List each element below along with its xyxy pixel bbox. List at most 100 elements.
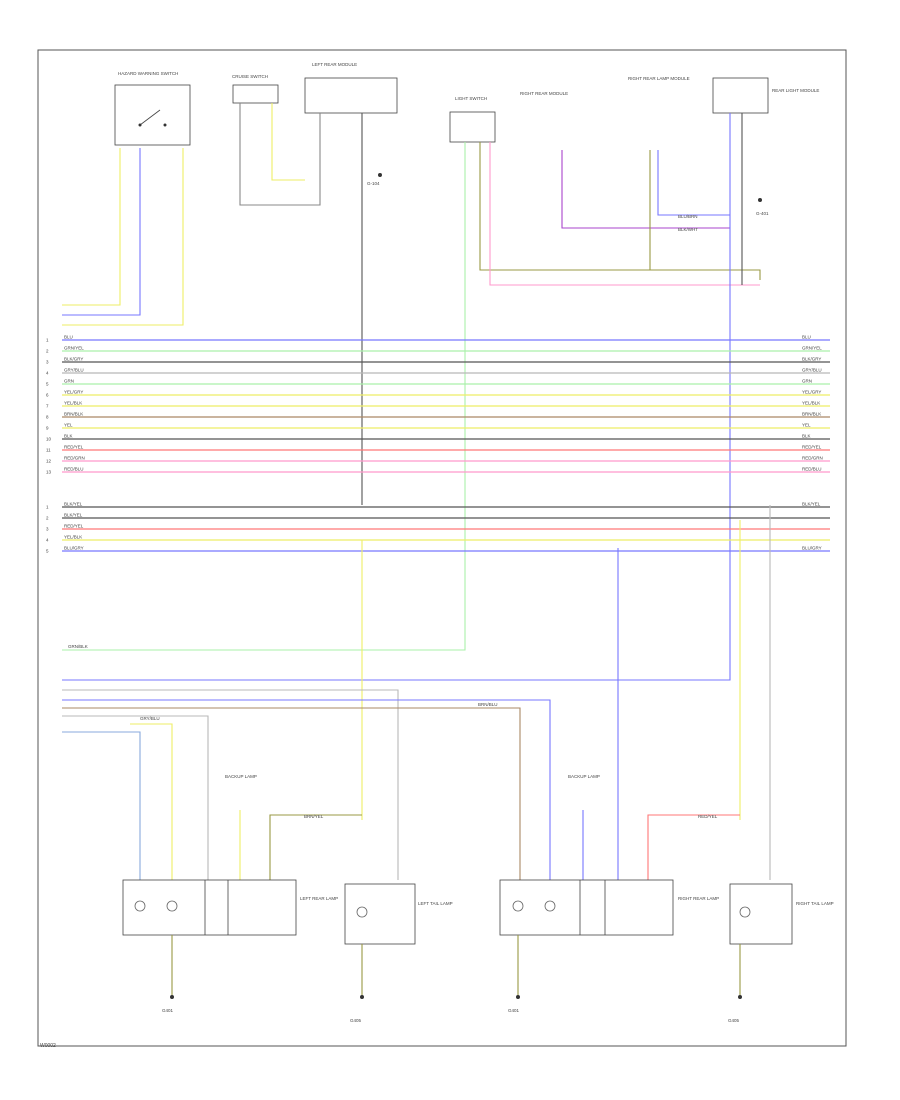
right-rear-lamp-module: RIGHT REAR LAMP MODULE [628,76,690,81]
bus-wire-label-left: RED/GRN [64,456,85,461]
bus-wire-label-left: BRN/BLK [64,412,83,417]
lower-wire-label-left: RED/YEL [64,524,84,529]
wire-low-blu [62,699,551,880]
ground-label-bot4: G405 [728,1018,740,1023]
wire-label-brn-blu: BRN/BLU [478,702,498,707]
wire-light-grn [62,142,466,651]
lower-wire-index: 2 [46,516,49,521]
wire-low-brn [62,707,521,880]
rear-light-module-label: REAR LIGHT MODULE [772,88,819,93]
lower-wire-index: 3 [46,527,49,532]
cruise-switch: CRUISE SWITCH [232,74,279,104]
right-tail-lamp-label: RIGHT TAIL LAMP [796,901,834,906]
bus-wire-index: 13 [46,470,52,475]
lower-wire-index: 1 [46,505,49,510]
bus-wire-label-left: BLK/GRY [64,357,83,362]
right-rear-lamp-module-label: RIGHT REAR LAMP MODULE [628,76,690,81]
light-switch-label: LIGHT SWITCH [455,96,487,101]
bus-wire-index: 7 [46,404,49,409]
light-switch: LIGHT SWITCH [449,96,496,143]
bus-wire-index: 1 [46,338,49,343]
left-rear-lamp-label: LEFT REAR LAMP [300,896,338,901]
wire-cruise-yel [271,103,305,181]
bus-wire-label-right: BLK [802,434,811,439]
bus-wire-index: 10 [46,437,52,442]
ground-label-top2: G-401 [756,211,769,216]
lower-wire-index: 4 [46,538,49,543]
wire-hazard-yel [62,148,121,306]
wire-cruise-gry [239,103,321,206]
bus-wire-label-right: BRN/BLK [802,412,821,417]
wire-label-blu-brn: BLU/BRN [678,214,698,219]
wire-tail-olv [269,814,362,880]
wire-light-pnk [489,142,760,286]
wire-hazard-yel2 [62,148,184,326]
bus-wire-index: 9 [46,426,49,431]
wire-rrl-blu [657,150,730,216]
wire-rr-vio [561,150,730,229]
bus-wire-label-left: YEL/GRY [64,390,83,395]
wire-tail-red [647,814,740,880]
ground-icon [758,198,762,202]
bus-wire-label-right: RED/BLU [802,467,822,472]
bus-wire-label-left: BLK [64,434,73,439]
bus-wire-label-right: GRY/BLU [802,368,822,373]
lower-wire-index: 5 [46,549,49,554]
ground-icon [516,995,520,999]
bus-wire-index: 6 [46,393,49,398]
wire-label-red-yel: RED/YEL [698,814,718,819]
wire-label-brn-yel: BRN/YEL [304,814,324,819]
bus-wire-label-right: GRN/YEL [802,346,822,351]
wire-label-blk-wht: BLK/WHT [678,227,698,232]
bus-wire-index: 11 [46,448,51,453]
bus-wire-index: 8 [46,415,49,420]
hazard-switch: HAZARD WARNING SWITCH [114,71,191,146]
ground-label-bot3: G401 [508,1008,520,1013]
lower-wire-label-left: BLU/GRY [64,546,84,551]
page-id: W0002 [40,1043,56,1049]
bus-wire-label-right: YEL/BLK [802,401,820,406]
lower-wire-label-right: BLK/YEL [802,502,821,507]
wire-low-blu2 [62,731,141,880]
bus-wire-index: 4 [46,371,49,376]
left-tail-lamp: LEFT TAIL LAMP [344,883,453,945]
left-tail-lamp-label: LEFT TAIL LAMP [418,901,453,906]
bus-wire-index: 5 [46,382,49,387]
left-backup-label: BACKUP LAMP [225,774,257,779]
bus-wire-label-right: BLU [802,335,811,340]
ground-icon [738,995,742,999]
bus-wire-label-left: GRY/BLU [64,368,84,373]
bus-wire-label-right: RED/GRN [802,456,823,461]
wire-low-gry2 [62,715,209,880]
bus-wire-label-left: BLU [64,335,73,340]
lower-wire-label-right: BLU/GRY [802,546,822,551]
left-rear-module-label: LEFT REAR MODULE [312,62,357,67]
hazard-switch-label: HAZARD WARNING SWITCH [118,71,178,76]
bus-wire-index: 3 [46,360,49,365]
wire-rlm-blu [62,113,731,681]
right-rear-lamp: RIGHT REAR LAMP [499,879,719,936]
bus-wire-label-left: RED/BLU [64,467,84,472]
lower-wire-label-left: BLK/YEL [64,513,83,518]
bus-wire-label-right: RED/YEL [802,445,822,450]
right-backup-label: BACKUP LAMP [568,774,600,779]
right-rear-lamp-label: RIGHT REAR LAMP [678,896,719,901]
bus-wire-label-left: YEL [64,423,73,428]
bus-wire-index: 12 [46,459,52,464]
right-rear-module-label: RIGHT REAR MODULE [520,91,568,96]
lower-wire-label-left: YEL/BLK [64,535,82,540]
right-rear-module: RIGHT REAR MODULE [520,91,568,96]
wire-label-grn-blk: GRN/BLK [68,644,88,649]
diagram-frame [37,49,847,1047]
bus-wire-label-left: GRN/YEL [64,346,84,351]
rear-light-module: REAR LIGHT MODULE [712,77,819,114]
left-rear-lamp: LEFT REAR LAMP [122,879,338,936]
lower-wire-label-left: BLK/YEL [64,502,83,507]
cruise-switch-label: CRUISE SWITCH [232,74,268,79]
ground-label-bot2: G405 [350,1018,362,1023]
ground-label-top1: G-104 [367,181,380,186]
wire-low-yel [130,723,173,880]
